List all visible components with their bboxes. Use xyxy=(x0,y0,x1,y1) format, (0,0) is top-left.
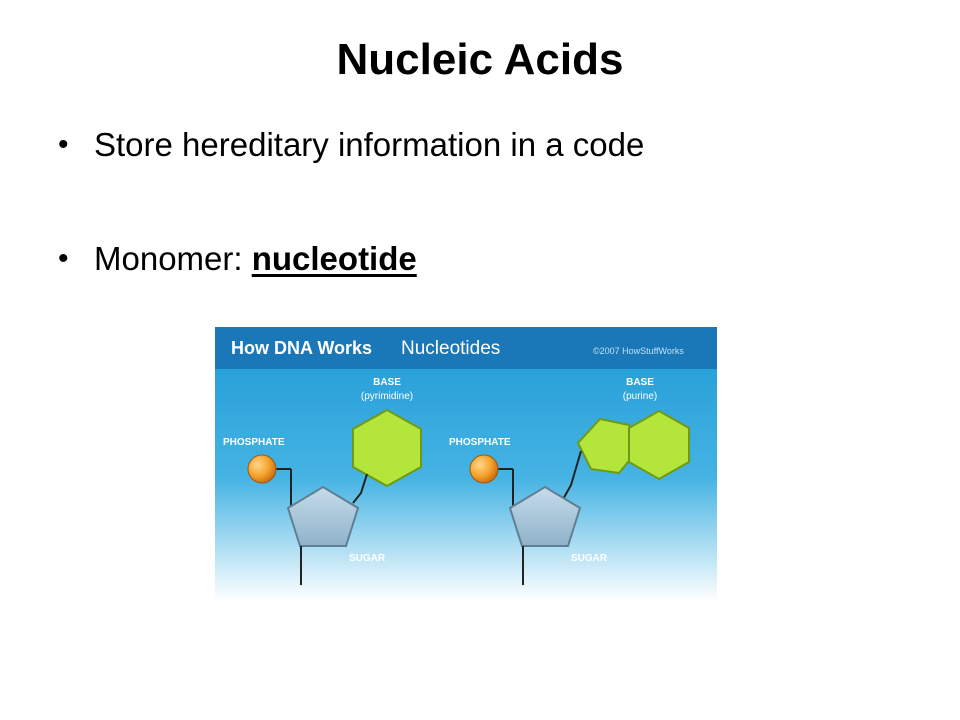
base-label: BASE xyxy=(626,377,654,388)
bullet-prefix: Monomer: xyxy=(94,240,252,277)
bullet-text: Store hereditary information in a code xyxy=(94,126,645,163)
base-sugar-bond xyxy=(352,473,368,504)
bullet-dot-icon: • xyxy=(58,128,69,161)
nucleotide-figure: How DNA Works Nucleotides ©2007 HowStuff… xyxy=(215,327,717,601)
phosphate-label: PHOSPHATE xyxy=(449,437,511,448)
bullet-item: • Store hereditary information in a code xyxy=(58,122,918,168)
phosphate-ball-shape xyxy=(469,454,499,484)
sugar-pentagon-shape xyxy=(286,485,360,547)
bullet-item: • Monomer: nucleotide xyxy=(58,236,918,282)
base-sugar-bond xyxy=(560,450,582,504)
sugar-pentagon-shape xyxy=(508,485,582,547)
copyright-text: ©2007 HowStuffWorks xyxy=(593,346,684,356)
bullet-list: • Store hereditary information in a code… xyxy=(58,122,918,282)
purine-nucleotide: BASE (purine) PHOSPHATE SUGAR xyxy=(449,377,690,585)
base-label: BASE xyxy=(373,377,401,388)
nucleotide-diagram: How DNA Works Nucleotides ©2007 HowStuff… xyxy=(215,327,717,601)
sugar-label: SUGAR xyxy=(349,553,386,564)
bullet-dot-icon: • xyxy=(58,242,69,275)
base-type-label: (pyrimidine) xyxy=(361,391,413,402)
figure-header-title: How DNA Works xyxy=(231,338,372,358)
phosphate-ball-shape xyxy=(247,454,277,484)
bullet-emphasis: nucleotide xyxy=(251,240,417,277)
purine-six-ring-shape xyxy=(628,409,690,481)
figure-header-bar xyxy=(215,327,717,369)
slide-title: Nucleic Acids xyxy=(336,35,624,84)
base-type-label: (purine) xyxy=(623,391,657,402)
sugar-label: SUGAR xyxy=(571,553,608,564)
pyrimidine-base-shape xyxy=(352,408,422,488)
phosphate-label: PHOSPHATE xyxy=(223,437,285,448)
pyrimidine-nucleotide: BASE (pyrimidine) PHOSPHATE SUGAR xyxy=(223,377,422,585)
figure-header-subtitle: Nucleotides xyxy=(401,338,500,359)
